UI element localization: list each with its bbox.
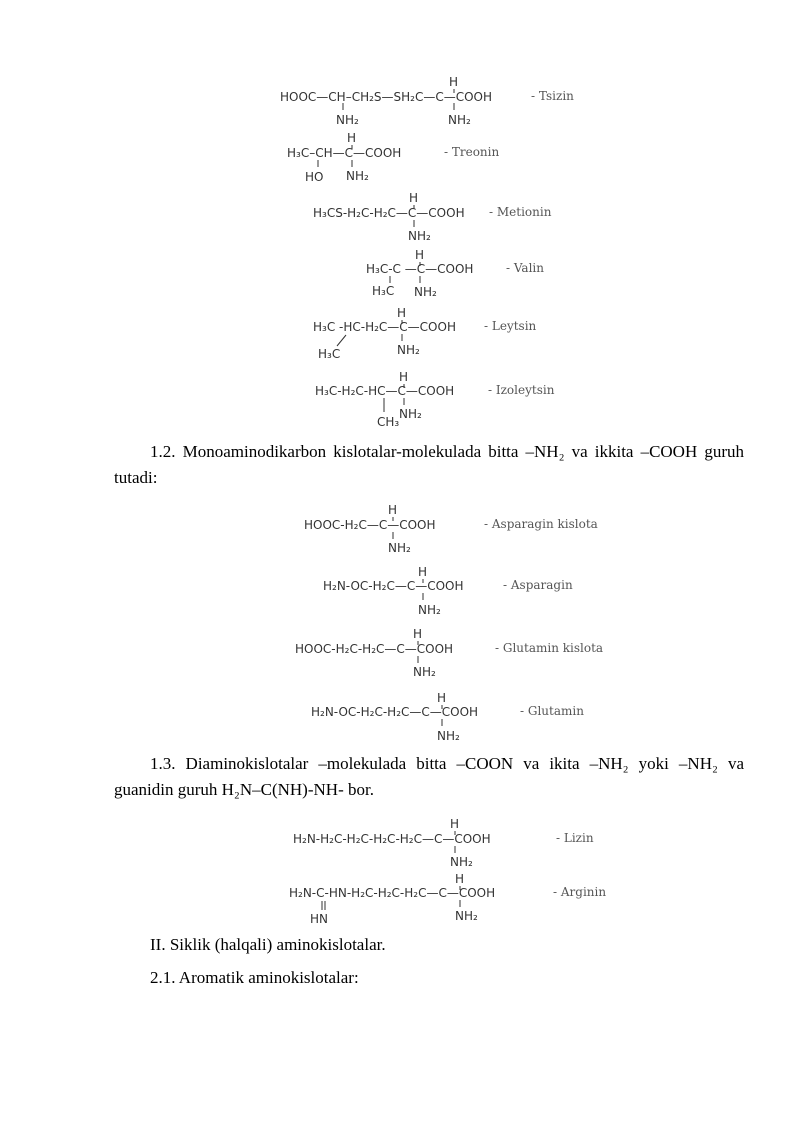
structure-top-h: H — [347, 131, 356, 145]
structure-top-h: H — [399, 370, 408, 384]
paragraph-section-1-2: 1.2. Monoaminodikarbon kislotalar-moleku… — [114, 442, 744, 487]
structure-glutamin: H H₂N-OC-H₂C-H₂C—C—COOH NH₂ - Glutamin — [311, 691, 584, 743]
structure-substituent: NH₂ — [448, 113, 471, 127]
structure-label: - Asparagin kislota — [484, 517, 598, 531]
structure-formula: H₃C-C —C—COOH — [366, 262, 473, 276]
bond-line — [336, 334, 347, 347]
structure-substituent: NH₂ — [346, 169, 369, 183]
structure-asparagin: H H₂N-OC-H₂C—C—COOH NH₂ - Asparagin — [323, 565, 573, 617]
structure-glutamin-kislota: H HOOC-H₂C-H₂C—C—COOH NH₂ - Glutamin kis… — [295, 627, 603, 679]
structure-substituent: NH₂ — [413, 665, 436, 679]
structure-label: - Valin — [506, 261, 544, 275]
structure-substituent: NH₂ — [336, 113, 359, 127]
structure-leytsin: H H₃C -HC-H₂C—C—COOH H₃C NH₂ - Leytsin — [313, 306, 537, 361]
structure-formula: H₃CS-H₂C-H₂C—C—COOH — [313, 206, 465, 220]
structure-asparagin-kislota: H HOOC-H₂C—C—COOH NH₂ - Asparagin kislot… — [304, 503, 598, 555]
structure-top-h: H — [418, 565, 427, 579]
paragraph-section-1-3: 1.3. Diaminokislotalar –molekulada bitta… — [114, 754, 744, 799]
structure-top-h: H — [409, 191, 418, 205]
structure-top-h: H — [449, 75, 458, 89]
structure-substituent: NH₂ — [455, 909, 478, 923]
structure-formula: HOOC-H₂C—C—COOH — [304, 518, 436, 532]
structure-formula: H₂N-C-HN-H₂C-H₂C-H₂C—C—COOH — [289, 886, 495, 900]
structure-formula: H₂N-OC-H₂C-H₂C—C—COOH — [311, 705, 478, 719]
structure-label: - Lizin — [556, 831, 594, 845]
structure-substituent: NH₂ — [399, 407, 422, 421]
structure-tsizin: H HOOC—CH–CH₂S—SH₂C—C—COOH NH₂ NH₂ - Tsi… — [280, 75, 574, 127]
structure-formula: H₂N-OC-H₂C—C—COOH — [323, 579, 464, 593]
structure-treonin: H H₃C–CH—C—COOH HO NH₂ - Treonin — [287, 131, 500, 184]
structure-formula: H₂N-H₂C-H₂C-H₂C-H₂C—C—COOH — [293, 832, 491, 846]
structure-label: - Glutamin kislota — [495, 641, 603, 655]
structure-formula: H₃C-H₂C-HC—C—COOH — [315, 384, 454, 398]
structure-substituent: HO — [305, 170, 323, 184]
structure-top-h: H — [413, 627, 422, 641]
structure-substituent: NH₂ — [418, 603, 441, 617]
structure-formula: H₃C–CH—C—COOH — [287, 146, 401, 160]
structure-formula: HOOC-H₂C-H₂C—C—COOH — [295, 642, 453, 656]
structure-top-h: H — [450, 817, 459, 831]
structure-label: - Arginin — [553, 885, 606, 899]
structures-group-1: H HOOC—CH–CH₂S—SH₂C—C—COOH NH₂ NH₂ - Tsi… — [280, 75, 574, 429]
structure-substituent: NH₂ — [408, 229, 431, 243]
heading-section-2-1: 2.1. Aromatik aminokislotalar: — [150, 968, 359, 987]
structure-substituent: NH₂ — [450, 855, 473, 869]
structure-izoleytsin: H H₃C-H₂C-HC—C—COOH CH₃ NH₂ - Izoleytsin — [315, 370, 555, 429]
structure-substituent: HN — [310, 912, 328, 926]
structure-label: - Glutamin — [520, 704, 584, 718]
structure-substituent: NH₂ — [397, 343, 420, 357]
structure-substituent: H₃C — [372, 284, 394, 298]
structure-label: - Leytsin — [484, 319, 537, 333]
structure-substituent: H₃C — [318, 347, 340, 361]
structure-top-h: H — [415, 248, 424, 262]
structures-group-3: H H₂N-H₂C-H₂C-H₂C-H₂C—C—COOH NH₂ - Lizin… — [289, 817, 606, 926]
structure-label: - Asparagin — [503, 578, 573, 592]
structure-lizin: H H₂N-H₂C-H₂C-H₂C-H₂C—C—COOH NH₂ - Lizin — [293, 817, 594, 869]
heading-section-II: II. Siklik (halqali) aminokislotalar. — [150, 935, 386, 954]
structure-top-h: H — [437, 691, 446, 705]
structure-formula: H₃C -HC-H₂C—C—COOH — [313, 320, 456, 334]
structure-label: - Izoleytsin — [488, 383, 555, 397]
structure-substituent: NH₂ — [437, 729, 460, 743]
structure-formula: HOOC—CH–CH₂S—SH₂C—C—COOH — [280, 90, 492, 104]
structure-substituent: CH₃ — [377, 415, 399, 429]
structure-label: - Treonin — [444, 145, 500, 159]
structure-valin: H H₃C-C —C—COOH H₃C NH₂ - Valin — [366, 248, 544, 299]
structure-arginin: H H₂N-C-HN-H₂C-H₂C-H₂C—C—COOH HN NH₂ - A… — [289, 872, 606, 926]
structure-label: - Metionin — [489, 205, 552, 219]
structure-label: - Tsizin — [531, 89, 574, 103]
structures-group-2: H HOOC-H₂C—C—COOH NH₂ - Asparagin kislot… — [295, 503, 603, 743]
structure-metionin: H H₃CS-H₂C-H₂C—C—COOH NH₂ - Metionin — [313, 191, 552, 243]
structure-top-h: H — [388, 503, 397, 517]
structure-top-h: H — [455, 872, 464, 886]
structure-substituent: NH₂ — [414, 285, 437, 299]
structure-top-h: H — [397, 306, 406, 320]
structure-substituent: NH₂ — [388, 541, 411, 555]
